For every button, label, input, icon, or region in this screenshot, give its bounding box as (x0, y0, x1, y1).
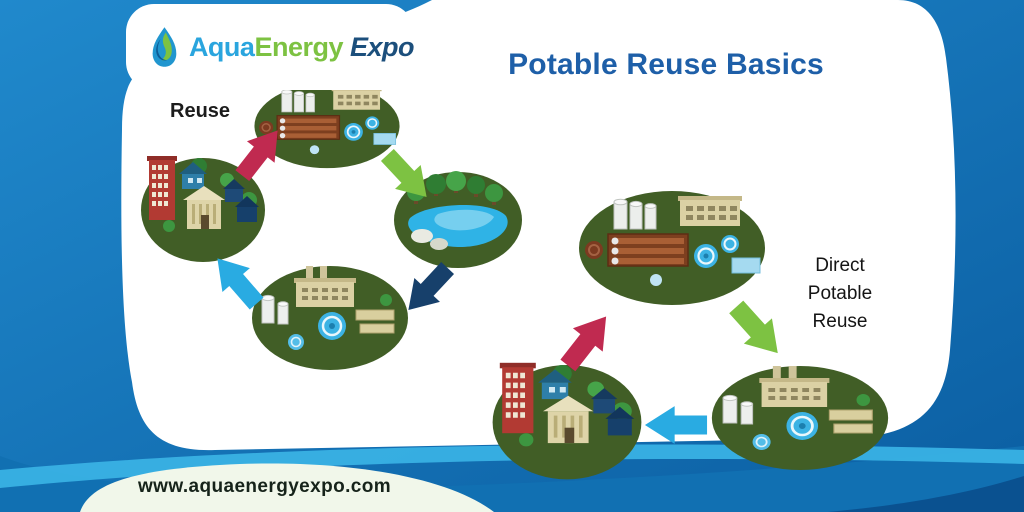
water-treatment-plant-illustration (253, 82, 401, 170)
direct-potable-reuse-label: Direct Potable Reuse (807, 255, 873, 332)
community-illustration (492, 362, 642, 480)
indirect-reuse-partial-label: Reuse (170, 100, 231, 122)
logo-text-aqua: Aqua (188, 31, 255, 62)
advanced-treatment-plant-illustration (577, 189, 767, 307)
arrow-plant-to-plant (722, 294, 792, 366)
arrow-plant-to-community (644, 406, 708, 444)
logo-text-expo: Expo (349, 31, 415, 62)
indirect-potable-reuse-cycle (141, 82, 522, 372)
wastewater-treatment-plant-illustration (250, 264, 410, 372)
slide-title: Potable Reuse Basics (508, 48, 824, 81)
bottom-right-navy-corner (828, 476, 1024, 512)
logo-text-energy: Energy (254, 31, 343, 62)
water-flame-drop-icon (152, 27, 177, 67)
bottom-pale-band (80, 463, 494, 512)
wastewater-treatment-plant-illustration (710, 364, 890, 472)
website-url: www.aquaenergyexpo.com (138, 476, 392, 497)
